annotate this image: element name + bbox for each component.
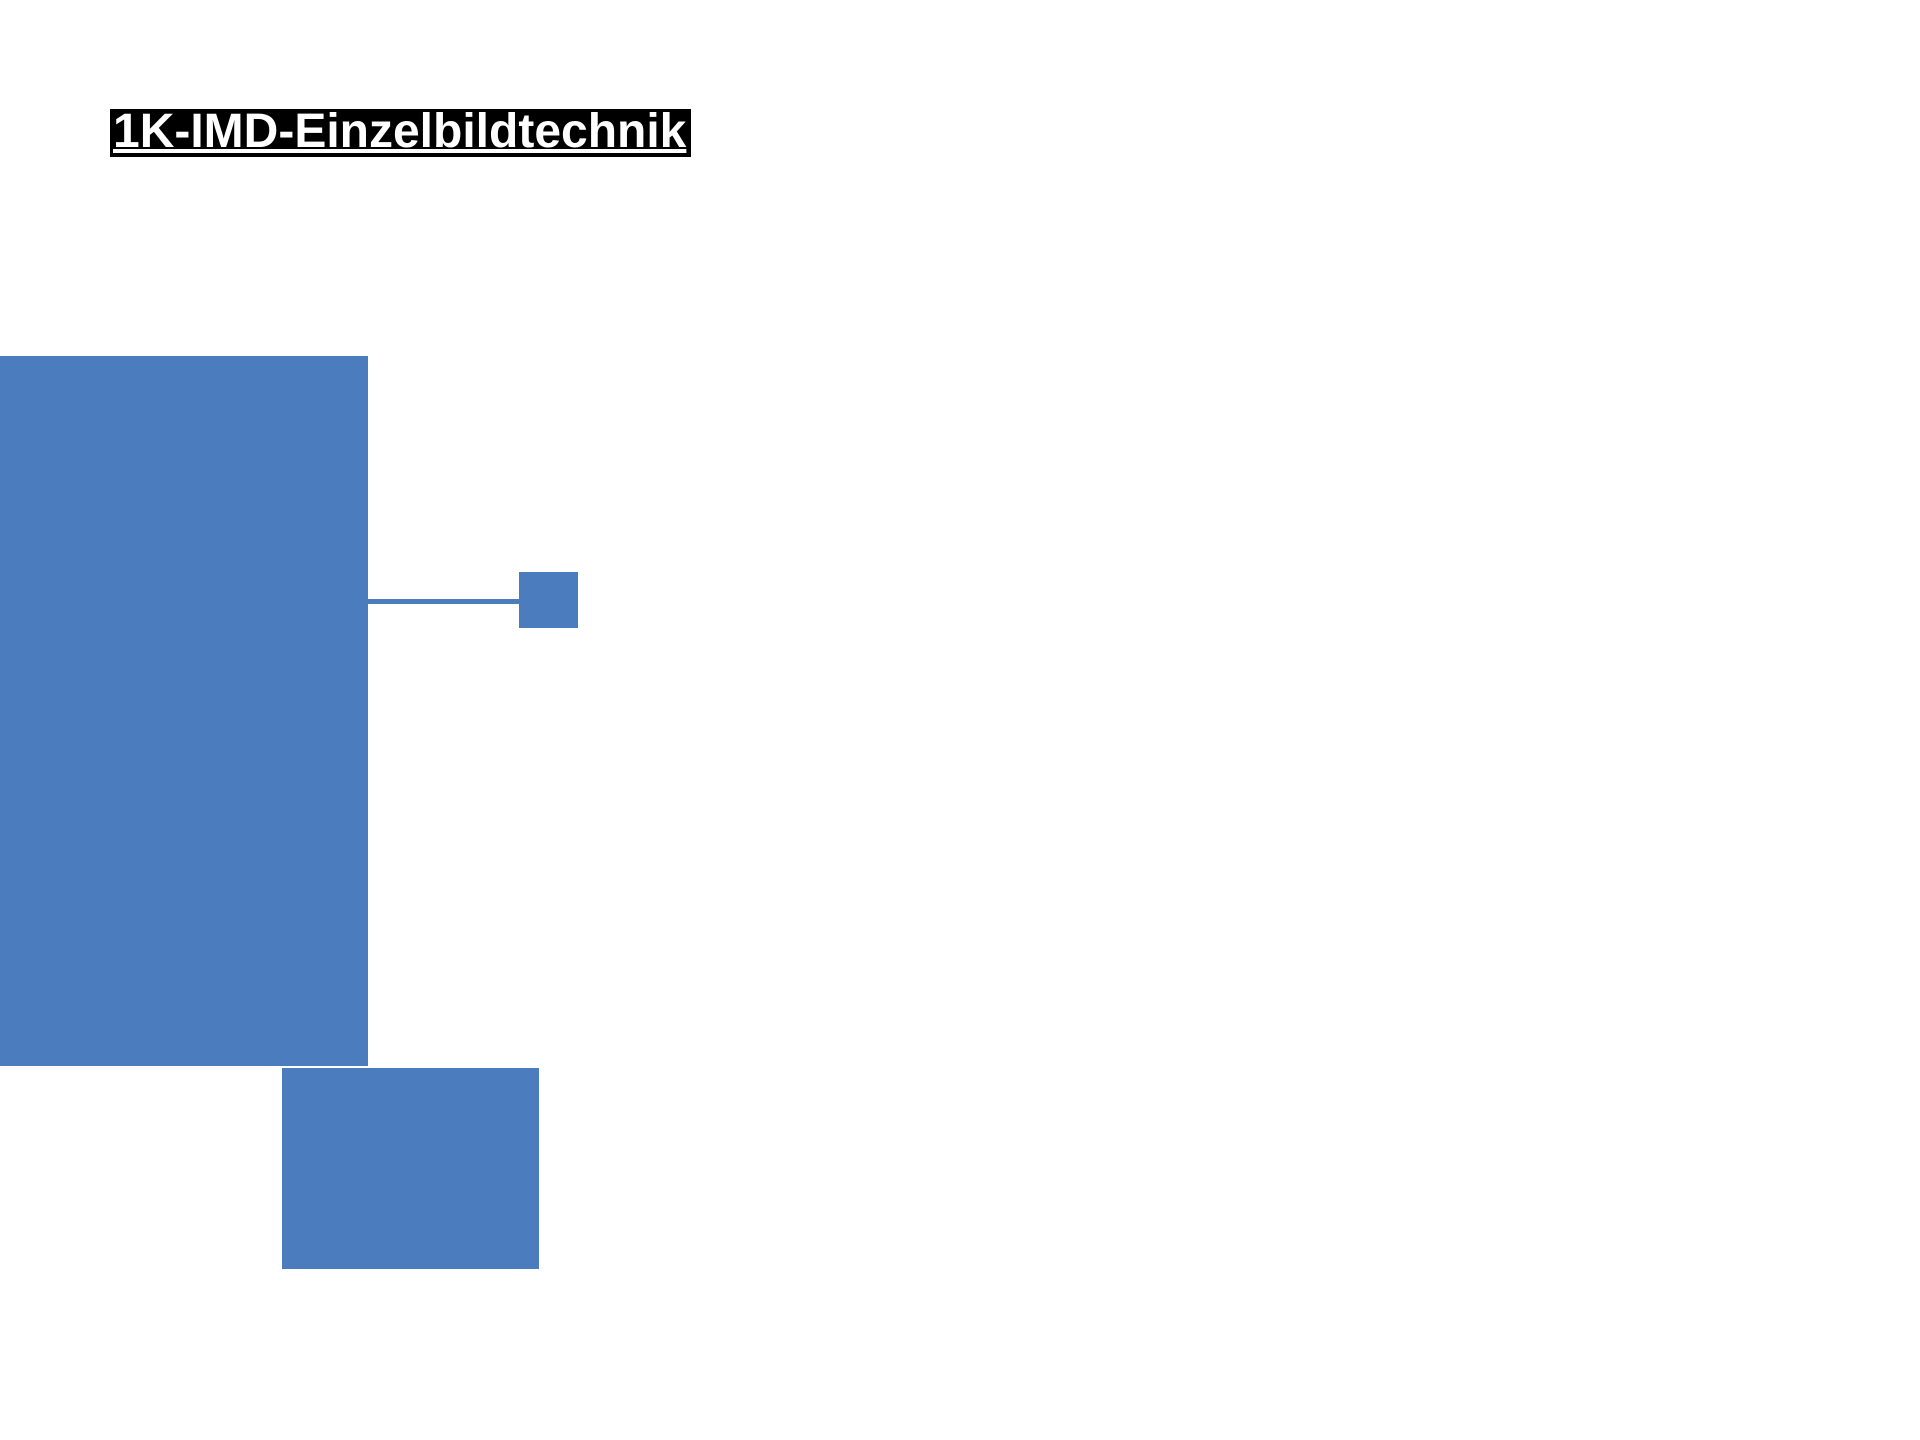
large-blue-rectangle	[0, 356, 368, 1066]
slide-title: 1K-IMD-Einzelbildtechnik	[110, 108, 692, 157]
bottom-blue-rectangle	[282, 1068, 539, 1269]
connector-line	[368, 599, 519, 604]
small-blue-square	[519, 572, 578, 628]
